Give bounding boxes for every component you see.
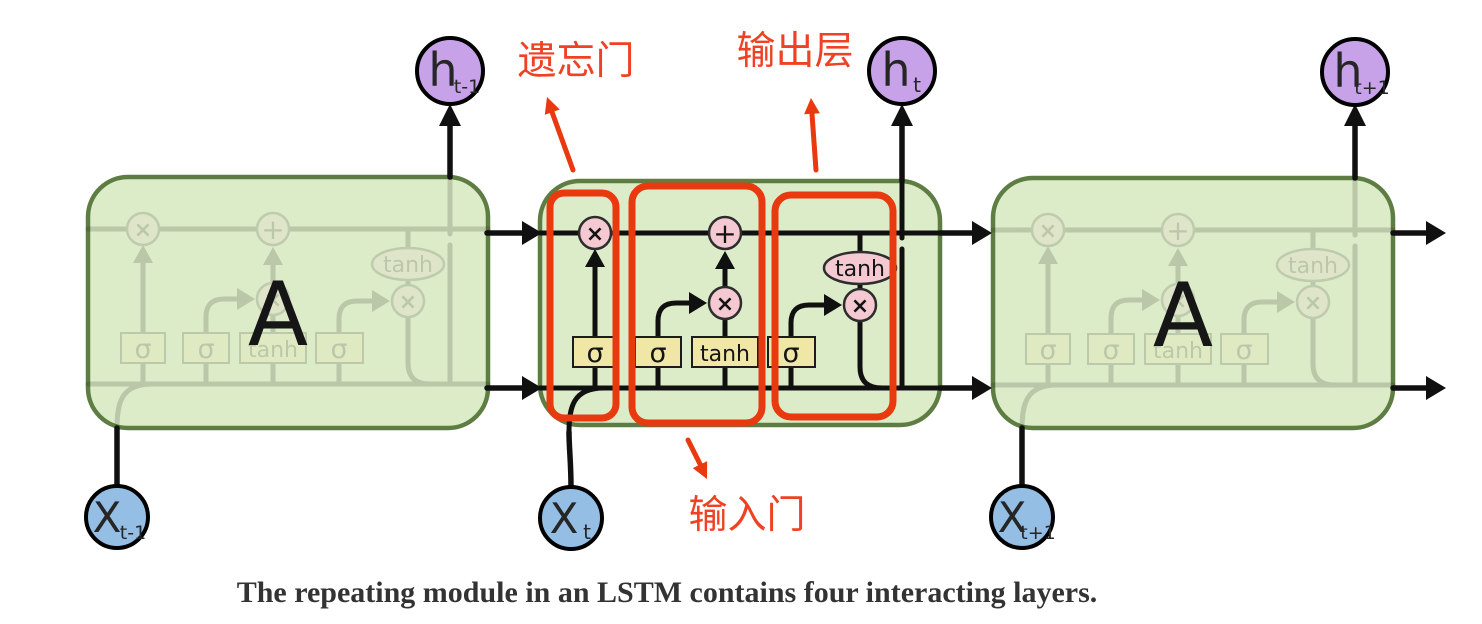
h-next-sub: t+1 (1354, 77, 1389, 99)
arrowhead-icon (972, 376, 992, 400)
forget-gate-label: 遗忘门 (517, 39, 634, 84)
h-prev-node (415, 36, 485, 106)
module-a-label-previous: A (248, 263, 308, 366)
h-current-node (867, 36, 937, 106)
input-nodes: X t-1 X t X t+1 (84, 484, 1056, 551)
h-prev-main: h (428, 43, 457, 97)
input-gate-pointer-line (685, 437, 704, 469)
arrowhead-icon (439, 104, 461, 126)
caption: The repeating module in an LSTM contains… (237, 576, 1098, 609)
forget-gate-pointer-arrowhead-icon (544, 97, 560, 115)
x-current-node (538, 485, 604, 551)
output-layer-label: 输出层 (736, 29, 853, 74)
output-layer-pointer-arrowhead-icon (804, 98, 820, 115)
x-current-connector (566, 429, 574, 490)
arrowhead-icon (1426, 221, 1446, 245)
state-flow-arrows (484, 221, 1446, 400)
lstm-cell-next: A (993, 178, 1393, 430)
h-current-main: h (881, 43, 910, 97)
lstm-cell-previous: A (88, 177, 488, 429)
x-prev-sub: t-1 (120, 522, 146, 544)
hidden-output-arrows (439, 104, 1366, 184)
output-layer-highlight-box (771, 191, 897, 421)
arrowhead-icon (972, 221, 992, 245)
arrowhead-icon (891, 104, 913, 126)
red-annotations: 遗忘门 输出层 输入门 (517, 29, 897, 538)
x-next-main: X (998, 493, 1027, 542)
input-gate-highlight-box (628, 182, 766, 427)
arrowhead-icon (1426, 376, 1446, 400)
x-next-sub: t+1 (1020, 522, 1055, 544)
h-next-main: h (1333, 44, 1362, 98)
h-prev-sub: t-1 (454, 76, 480, 98)
hidden-nodes: h t-1 h t h t+1 (415, 36, 1390, 107)
h-next-node (1320, 37, 1390, 107)
lstm-cell-current (540, 181, 940, 433)
x-prev-main: X (93, 493, 122, 542)
arrowhead-icon (1344, 104, 1366, 126)
forget-gate-pointer-line (549, 109, 576, 173)
x-current-main: X (550, 494, 579, 543)
arrowhead-icon (522, 376, 542, 400)
forget-gate-highlight-box (546, 189, 620, 422)
h-current-sub: t (913, 73, 921, 97)
x-prev-node (84, 484, 150, 550)
x-current-sub: t (583, 520, 591, 544)
input-gate-label: 输入门 (688, 493, 805, 538)
arrowhead-icon (522, 221, 542, 245)
module-a-label-next: A (1153, 264, 1213, 367)
input-connectors (114, 425, 1025, 490)
output-layer-pointer-line (809, 111, 819, 173)
x-next-node (989, 484, 1055, 550)
input-gate-pointer-arrowhead-icon (692, 461, 708, 479)
